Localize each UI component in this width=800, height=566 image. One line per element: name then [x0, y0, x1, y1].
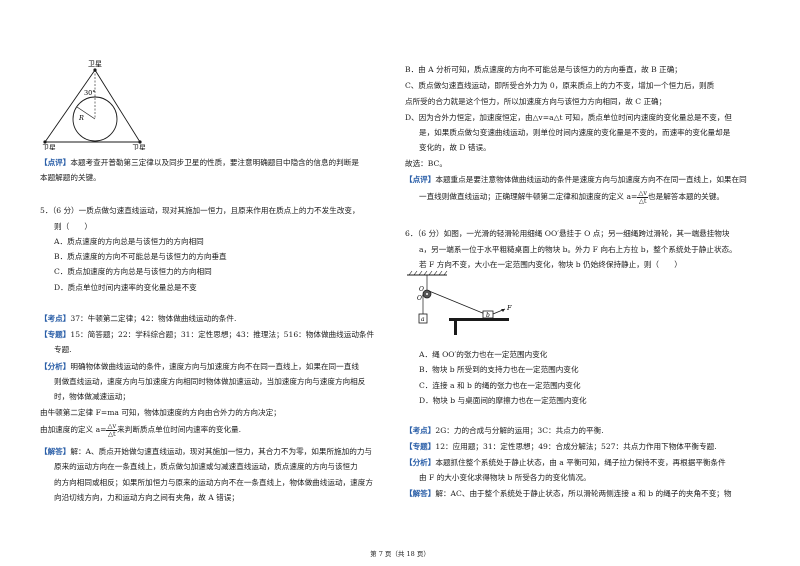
- label-angle: 30°: [84, 89, 96, 97]
- q5-choice: 故选：BC。: [405, 159, 447, 168]
- q5-answer-3: 的方向相同或相反；如果所加恒力与原来的运动方向不在一条直线上，物体做曲线运动，速…: [54, 478, 373, 487]
- label-satellite-right: 卫星: [132, 144, 146, 150]
- q5-answer-1: 【解答】解：A、质点开始做匀速直线运动，现对其施加一恒力，其合力不为零，如果所施…: [40, 447, 373, 456]
- q5-option-c: C．质点加速度的方向总是与该恒力的方向相同: [54, 267, 212, 276]
- q5-newton-line: 由牛顿第二定律 F=ma 可知，物体加速度的方向由合外力的方向决定；: [40, 408, 281, 417]
- label-b: b: [486, 312, 490, 319]
- label-o-prime: O′: [417, 295, 424, 302]
- satellite-triangle: [44, 69, 141, 143]
- review-line-2: 本题解题的关键。: [40, 173, 101, 182]
- q6-stem-1: 6．（6 分）如图，一光滑的轻滑轮用细绳 OO′悬挂于 O 点；另一细绳跨过滑轮…: [405, 229, 730, 238]
- q5-answer-d1: D、因为合外力恒定，加速度恒定，由△v=a△t 可知，质点单位时间内速度的变化量…: [405, 113, 732, 122]
- pulley-axle: [426, 293, 428, 295]
- q6-option-c: C．连接 a 和 b 的绳的张力也在一定范围内变化: [419, 381, 581, 390]
- q6-stem-2: a，另一端系一位于水平粗糙桌面上的物块 b。外力 F 向右上方拉 b，整个系统处…: [419, 245, 737, 254]
- ceiling-hatch: [408, 270, 448, 276]
- q5-review-1: 【点评】本题重点是要注意物体做曲线运动的条件是速度方向与加速度方向不在同一直线上…: [405, 175, 747, 184]
- q5-answer-b: B．由 A 分析可知，质点速度的方向不可能总是与该恒力的方向垂直，故 B 正确；: [405, 65, 682, 74]
- q6-analysis-2: 由 F 的大小变化求得物块 b 所受各力的变化情况。: [419, 473, 591, 482]
- pulley-figure: O O′ a b F: [407, 270, 512, 335]
- q5-topic-1: 【专题】15：简答题；22：学科综合题；31：定性思想；43：推理法；516：物…: [40, 330, 375, 339]
- block-a: [418, 313, 428, 324]
- table-top: [449, 318, 509, 321]
- q5-analysis-2: 则做直线运动，速度方向与加速度方向相同时物体做加速运动，当加速度方向与速度方向相…: [54, 377, 366, 386]
- q6-option-a: A．绳 OO′的张力也在一定范围内变化: [419, 350, 548, 359]
- q5-stem-1: 5．（6 分）一质点做匀速直线运动，现对其施加一恒力，且原来作用在质点上的力不发…: [40, 206, 360, 215]
- satellite-top-dot: [93, 68, 97, 72]
- q5-answer-2: 原来的运动方向在一条直线上，质点做匀加速或匀减速直线运动，质点速度的方向与该恒力: [54, 462, 358, 471]
- review-line-1: 【点评】本题考查开普勒第三定律以及同步卫星的性质，要注意明确题目中隐含的信息的判…: [40, 158, 359, 167]
- q6-topic: 【专题】12：应用题；31：定性思想；49：合成分解法；527：共点力作用下物体…: [405, 442, 717, 451]
- table-leg: [454, 321, 457, 335]
- q5-option-d: D．质点单位时间内速率的变化量总是不变: [54, 283, 197, 292]
- label-satellite-left: 卫星: [42, 144, 56, 150]
- radius-line: [76, 106, 96, 120]
- q6-point: 【考点】2G：力的合成与分解的运用；3C：共点力的平衡.: [405, 426, 604, 435]
- q6-analysis-1: 【分析】本题抓住整个系统处于静止状态，由 a 平衡可知，绳子拉力保持不变，再根据…: [405, 458, 726, 467]
- rope-to-b: [428, 290, 486, 315]
- force-arrow-head: [501, 309, 505, 312]
- q6-stem-3: 若 F 方向不变，大小在一定范围内变化，物块 b 仍始终保持静止，则（ ）: [419, 260, 682, 269]
- satellite-figure: 卫星 卫星 卫星 30° R: [42, 60, 146, 150]
- label-f: F: [506, 304, 512, 312]
- label-a: a: [421, 316, 425, 323]
- q5-stem-2: 则（ ）: [54, 222, 92, 231]
- q5-answer-c1: C、质点做匀速直线运动，即所受合外力为 0，原来质点上的力不变，增加一个恒力后，…: [405, 81, 715, 90]
- q5-answer-d3: 变化的，故 D 错误。: [419, 143, 491, 152]
- satellite-left-dot: [43, 140, 47, 144]
- q6-answer-1: 【解答】解：AC、由于整个系统处于静止状态，所以滑轮两侧连接 a 和 b 的绳子…: [405, 489, 732, 498]
- q5-point: 【考点】37：牛顿第二定律；42：物体做曲线运动的条件.: [40, 314, 237, 323]
- fraction-dv-dt: △v△t: [106, 422, 118, 438]
- q5-option-b: B．质点速度的方向不可能总是与该恒力的方向垂直: [54, 252, 227, 261]
- q5-answer-4: 向沿切线方向，力和运动方向之间有夹角，故 A 错误；: [54, 493, 239, 502]
- label-o: O: [419, 286, 424, 293]
- q6-option-d: D．物块 b 与桌面间的摩擦力也在一定范围内变化: [419, 396, 587, 405]
- satellite-right-dot: [138, 140, 142, 144]
- earth-circle: [72, 96, 118, 142]
- q5-option-a: A．质点速度的方向总是与该恒力的方向相同: [54, 237, 204, 246]
- fraction-dv-dt-2: △v△t: [637, 189, 649, 205]
- q6-option-b: B．物块 b 所受到的支持力也在一定范围内变化: [419, 365, 579, 374]
- page-footer: 第 7 页（共 18 页）: [370, 550, 430, 558]
- q5-analysis-1: 【分析】明确物体做曲线运动的条件，速度方向与加速度方向不在同一直线上，如果在同一…: [40, 362, 359, 371]
- q5-analysis-3: 时，物体做减速运动；: [54, 392, 130, 401]
- q5-answer-d2: 是，如果质点做匀变速曲线运动，则单位时间内速度的变化量是不变的，而速率的变化量却…: [419, 128, 731, 137]
- q5-answer-c2: 点所受的合力就是这个恒力，所以加速度方向与该恒力方向相同，故 C 正确；: [405, 97, 667, 106]
- label-satellite-top: 卫星: [88, 60, 102, 68]
- q5-topic-2: 专题.: [54, 345, 72, 354]
- label-radius: R: [78, 114, 84, 122]
